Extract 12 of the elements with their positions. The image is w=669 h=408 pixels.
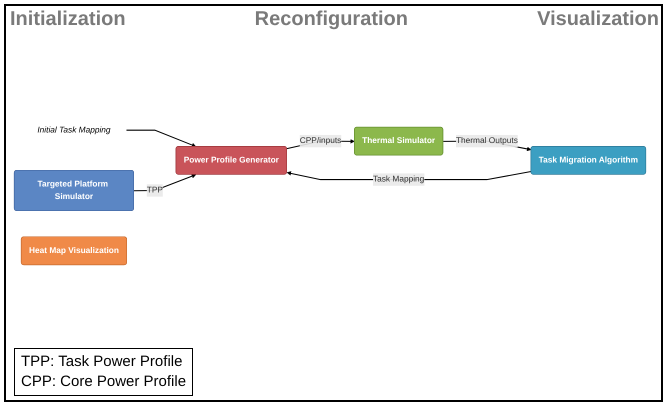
abbreviation-note: CPP: Core Power Profile bbox=[21, 372, 186, 392]
arrow bbox=[134, 173, 196, 191]
edge-label: Thermal Outputs bbox=[456, 136, 518, 145]
abbreviation-note: TPP: Task Power Profile bbox=[21, 352, 184, 372]
phase-label: Reconfiguration bbox=[254, 8, 408, 31]
edge-label: CPP/inputs bbox=[300, 136, 342, 145]
edge-label: Task Mapping bbox=[372, 174, 424, 184]
phase-label: Visualization bbox=[537, 8, 659, 31]
node-text: Initial Task Mapping bbox=[37, 125, 111, 134]
phase-label: Initialization bbox=[10, 8, 126, 31]
arrow bbox=[126, 129, 196, 147]
edge-label: TPP bbox=[146, 185, 163, 194]
